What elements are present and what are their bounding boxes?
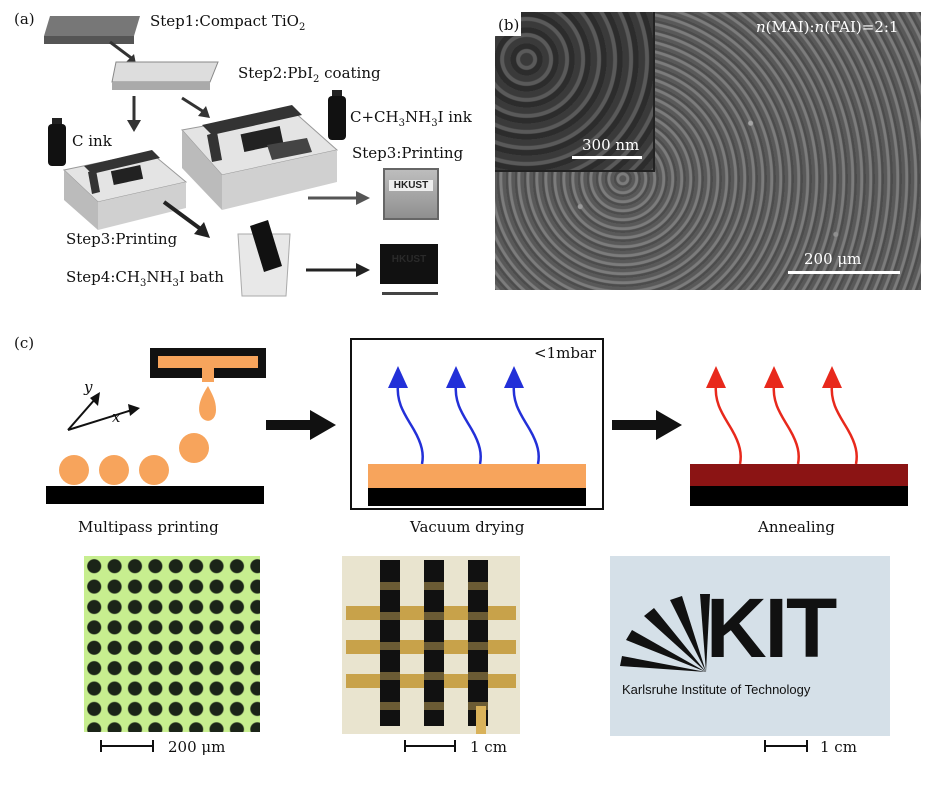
printed-droplets xyxy=(59,433,209,485)
ch3nh3i-bath-beaker xyxy=(237,220,291,297)
step3-left-label: Step3:Printing xyxy=(66,230,178,248)
arrow-step2-diagonal xyxy=(181,96,210,118)
large-inkjet-printer xyxy=(181,105,339,210)
annealing-caption: Annealing xyxy=(758,518,835,536)
hkust-device-dark-text: HKUST xyxy=(391,254,427,265)
inset-scale-bar xyxy=(572,156,642,159)
c-ink-label: C ink xyxy=(72,132,112,150)
scale-bar-middle xyxy=(404,740,456,752)
kit-logo-text: KIT xyxy=(706,581,837,675)
vacuum-substrate xyxy=(368,488,586,506)
arrow-to-bath xyxy=(162,200,210,238)
printing-substrate xyxy=(46,486,264,504)
vacuum-film-layer xyxy=(368,464,586,488)
hkust-device-grey: HKUST xyxy=(383,168,439,220)
printhead xyxy=(150,348,266,421)
pbi2-coated-substrate xyxy=(111,61,219,90)
hkust-device-dark: HKUST xyxy=(380,244,438,284)
arrow-to-device1 xyxy=(308,191,370,205)
xy-axes xyxy=(67,392,140,431)
vacuum-drying-caption: Vacuum drying xyxy=(410,518,525,536)
panel-b-label: (b) xyxy=(498,16,520,34)
vacuum-evaporation-arrows xyxy=(388,366,540,465)
inset-scale-label: 300 nm xyxy=(582,136,640,154)
step3-right-label: Step3:Printing xyxy=(352,144,464,162)
kit-logo-photo: KIT Karlsruhe Institute of Technology xyxy=(610,556,890,736)
pressure-label: <1mbar xyxy=(534,344,597,362)
annealed-film-layer xyxy=(690,464,908,486)
printed-dot-array-photo xyxy=(84,556,260,732)
main-scale-label: 200 μm xyxy=(804,250,862,268)
step2-label: Step2:PbI2 coating xyxy=(238,64,381,85)
small-inkjet-printer xyxy=(62,150,188,230)
main-scale-bar xyxy=(788,271,900,274)
left-ink-bottle xyxy=(48,118,66,166)
arrow-step2-down xyxy=(127,96,141,132)
axis-x-label: x xyxy=(112,408,121,426)
scale-label-middle: 1 cm xyxy=(470,738,507,756)
electrode-grid-photo xyxy=(342,556,520,734)
scale-label-left: 200 μm xyxy=(168,738,226,756)
hkust-device-grey-text: HKUST xyxy=(389,180,433,191)
kit-caption-text: Karlsruhe Institute of Technology xyxy=(622,682,811,697)
panel-a-label: (a) xyxy=(14,10,35,28)
annealing-heat-arrows xyxy=(706,366,858,465)
axis-y-label: y xyxy=(84,378,93,396)
device-dark-underline xyxy=(382,292,438,295)
scale-label-right: 1 cm xyxy=(820,738,857,756)
step4-label: Step4:CH3NH3I bath xyxy=(66,268,224,289)
step1-label: Step1:Compact TiO2 xyxy=(150,12,306,33)
panel-c-label: (c) xyxy=(14,334,35,352)
process-arrow-2 xyxy=(612,410,682,440)
scale-bar-left xyxy=(100,740,154,752)
kit-fan-logo-icon xyxy=(620,594,710,672)
arrow-to-device2 xyxy=(306,263,370,277)
annealing-substrate xyxy=(690,486,908,506)
right-ink-label: C+CH3NH3I ink xyxy=(350,108,472,129)
vacuum-chamber xyxy=(350,338,604,510)
sem-inset xyxy=(495,12,655,172)
scale-bar-right xyxy=(764,740,808,752)
multipass-printing-caption: Multipass printing xyxy=(78,518,219,536)
right-ink-bottle xyxy=(328,90,346,140)
process-arrow-1 xyxy=(266,410,336,440)
ratio-label: n(MAI):n(FAI)=2:1 xyxy=(756,18,899,36)
